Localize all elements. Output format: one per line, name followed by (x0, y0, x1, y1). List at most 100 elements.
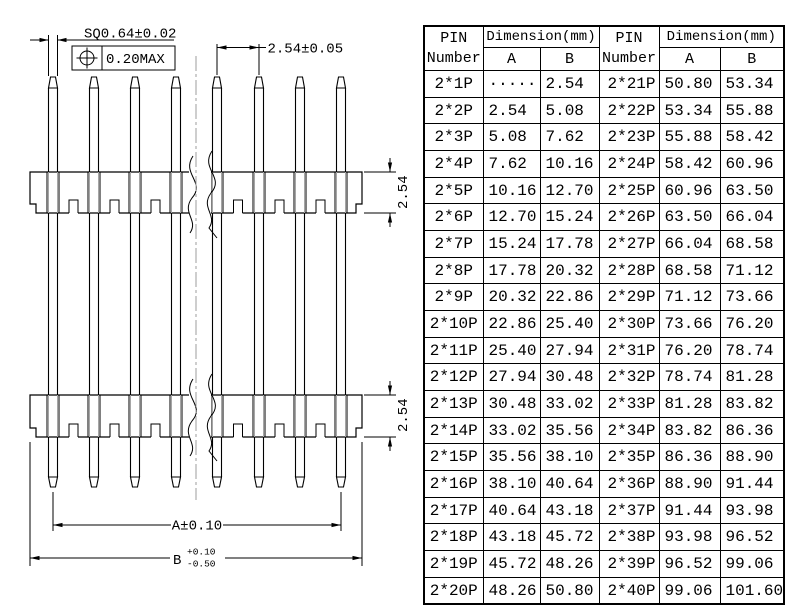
arrow-icon (331, 522, 341, 528)
dimension-value-cell: 5.08 (482, 123, 541, 152)
dimension-value-cell: 86.36 (719, 416, 785, 445)
dimension-value-cell: ······ (482, 70, 541, 98)
dimension-value-cell: 73.66 (658, 310, 721, 338)
dimension-value-cell: 99.06 (658, 576, 721, 605)
housing-details (46, 172, 348, 439)
pin-number-cell: 2*10P (423, 310, 484, 338)
dimension-value-cell: 22.86 (539, 283, 600, 312)
pin-number-cell: 2*19P (423, 550, 484, 578)
arrow-icon (57, 37, 67, 43)
dimension-value-cell: 91.44 (658, 496, 721, 525)
housing-notch (150, 423, 161, 437)
dimension-value-cell: 88.90 (658, 470, 721, 498)
pin (335, 76, 347, 488)
pin-number-cell: 2*29P (598, 283, 660, 312)
dimension-table-wrap: PIN Number Dimension(mm) PIN Number Dime… (423, 25, 785, 605)
dimension-value-cell: 12.70 (539, 176, 600, 205)
pin-number-cell: 2*9P (423, 283, 484, 312)
dimension-value-cell: 81.28 (658, 390, 721, 418)
pin-tip-bottom (129, 476, 141, 488)
dimension-value-cell: 93.98 (658, 523, 721, 552)
pin-number-cell: 2*36P (598, 470, 660, 498)
dimension-value-cell: 38.10 (539, 443, 600, 472)
dimension-value-cell: 83.82 (719, 390, 785, 418)
dimension-value-cell: 27.94 (482, 363, 541, 392)
header-dimension-left: Dimension(mm) (482, 25, 600, 48)
dimension-value-cell: 10.16 (539, 150, 600, 178)
pin-number-cell: 2*30P (598, 310, 660, 338)
pin-tip-top (335, 76, 347, 89)
arrow-icon (249, 45, 259, 50)
pin-tip-bottom (294, 476, 306, 488)
dimension-value-cell: 88.90 (719, 443, 785, 472)
arrow-icon (352, 555, 362, 561)
pin-number-cell: 2*23P (598, 123, 660, 152)
dimension-value-cell: 58.42 (658, 150, 721, 178)
pin (47, 76, 59, 488)
pin-tip-bottom (170, 476, 182, 488)
dimension-value-cell: 40.64 (482, 496, 541, 525)
dimension-value-cell: 76.20 (658, 336, 721, 365)
pin (253, 76, 265, 488)
pin-number-cell: 2*3P (423, 123, 484, 152)
dim-b-label: B (173, 553, 181, 569)
dimension-value-cell: 2.54 (482, 96, 541, 125)
dimension-value-cell: 12.70 (482, 203, 541, 232)
arrow-icon (39, 37, 49, 43)
pin-number-cell: 2*8P (423, 256, 484, 285)
pin-tip-bottom (88, 476, 100, 488)
dimension-value-cell: 66.04 (719, 203, 785, 232)
dimension-value-cell: 20.32 (482, 283, 541, 312)
dimension-value-cell: 96.52 (719, 523, 785, 552)
arrow-icon (217, 45, 227, 50)
dimension-value-cell: 43.18 (539, 496, 600, 525)
pin-number-cell: 2*34P (598, 416, 660, 445)
position-tolerance-value: 0.20MAX (106, 52, 165, 68)
dimension-value-cell: 17.78 (539, 230, 600, 258)
pin-number-cell: 2*33P (598, 390, 660, 418)
housing-notch (68, 423, 79, 437)
dimension-value-cell: 76.20 (719, 310, 785, 338)
dimension-value-cell: 30.48 (482, 390, 541, 418)
dimension-value-cell: 99.06 (719, 550, 785, 578)
dimension-value-cell: 45.72 (539, 523, 600, 552)
pin (211, 76, 223, 488)
dimension-value-cell: 83.82 (658, 416, 721, 445)
dimension-value-cell: 63.50 (658, 203, 721, 232)
dimension-value-cell: 30.48 (539, 363, 600, 392)
header-col-b-right: B (719, 47, 785, 71)
pins-layer (47, 76, 347, 488)
sq-dimension-label: SQ0.64±0.02 (84, 27, 176, 43)
pin-number-cell: 2*7P (423, 230, 484, 258)
pin-number-cell: 2*21P (598, 70, 660, 98)
housing-notch (274, 423, 285, 437)
position-symbol-icon (76, 47, 98, 69)
dimension-value-cell: 33.02 (482, 416, 541, 445)
arrow-icon (387, 213, 393, 223)
pin-tip-top (294, 76, 306, 89)
pitch-dimension-label: 2.54±0.05 (268, 42, 344, 58)
pin-tip-top (253, 76, 265, 89)
pin-number-cell: 2*40P (598, 576, 660, 605)
dimension-value-cell: 58.42 (719, 123, 785, 152)
pin-tip-bottom (211, 476, 223, 488)
dimension-value-cell: 60.96 (719, 150, 785, 178)
header-pin-label: PIN (615, 29, 643, 47)
housing-notch (315, 199, 326, 213)
dimension-value-cell: 7.62 (539, 123, 600, 152)
pin-number-cell: 2*39P (598, 550, 660, 578)
pin-tip-top (211, 76, 223, 89)
dim-b-minus-tol: -0.50 (187, 559, 216, 570)
pin-tip-top (47, 76, 59, 89)
